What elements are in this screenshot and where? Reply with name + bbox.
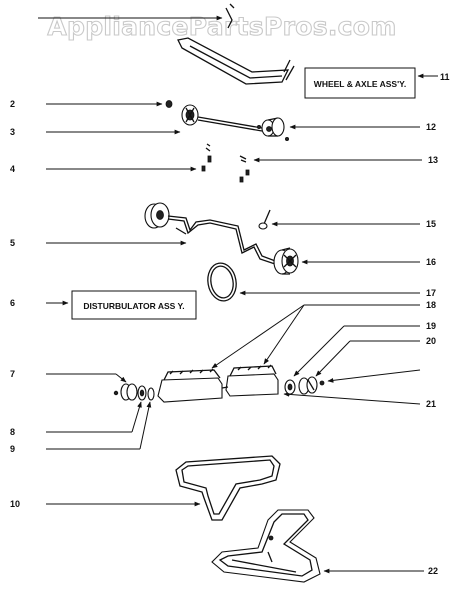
callout-7: 7 [10,369,15,379]
part-18-bearing [284,379,296,395]
part-14-pin [258,209,271,230]
part-8-bearing [137,385,147,401]
part-20-washer [319,380,325,386]
part-2-cap [165,100,173,108]
callout-9: 9 [10,444,15,454]
part-10-gasket [175,455,281,521]
callout-11: 11 [440,72,450,82]
callout-3: 3 [10,127,15,137]
callout-8: 8 [10,427,15,437]
callout-12: 12 [426,122,436,132]
part-13-screws [239,155,250,183]
part-9-washer [147,387,155,401]
disturbulator-assembly-label: DISTURBULATOR ASS Y. [83,301,184,311]
callout-18: 19 [426,321,436,331]
part-16-belt [207,262,237,302]
disturbulator-assembly-box: DISTURBULATOR ASS Y. [71,290,197,320]
part-22-base-plate [211,509,321,583]
watermark-text: AppliancePartsPros.com [47,12,396,41]
handle-bracket [177,3,295,85]
part-17-brush-roll [157,364,279,403]
callout-6: 6 [10,298,15,308]
callout-17: 18 [426,300,436,310]
callout-2: 2 [10,99,15,109]
callout-15: 16 [426,257,436,267]
wheel-axle-assembly-label: WHEEL & AXLE ASS'Y. [314,79,406,89]
callout-13: 13 [428,155,438,165]
callout-16: 17 [426,288,436,298]
callout-10: 10 [10,499,20,509]
part-7-end-cap [113,383,138,401]
part-3-wheel-axle [181,104,263,132]
part-19-end-cap [298,376,318,395]
part-12-wheel [256,117,289,141]
part-4-screws [201,143,212,172]
callout-19: 20 [426,336,436,346]
callout-21: 21 [426,399,436,409]
part-15-wheel [273,247,299,275]
part-5-crank-axle [144,202,279,266]
callout-4: 4 [10,164,15,174]
callout-14: 15 [426,219,436,229]
callout-22: 22 [428,566,438,576]
callout-5: 5 [10,238,15,248]
wheel-axle-assembly-box: WHEEL & AXLE ASS'Y. [304,67,416,99]
